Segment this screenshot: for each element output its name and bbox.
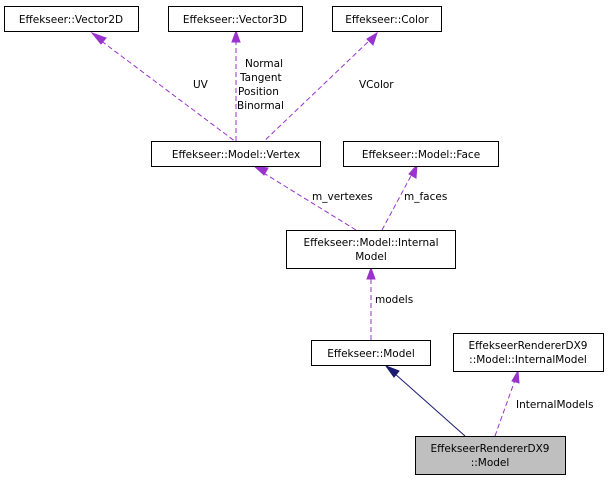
- node-model[interactable]: Effekseer::Model: [311, 340, 431, 366]
- edge-label-internal-models: InternalModels: [516, 399, 593, 411]
- node-color[interactable]: Effekseer::Color: [332, 6, 442, 32]
- edge-inheritance: [384, 364, 466, 437]
- node-vertex[interactable]: Effekseer::Model::Vertex: [151, 141, 321, 167]
- node-vector3d[interactable]: Effekseer::Vector3D: [168, 6, 303, 32]
- node-dx9-model-label-line2: ::Model: [471, 457, 510, 469]
- edge-label-m-faces-line: m_faces: [404, 191, 447, 203]
- edge-label-position: Position: [238, 86, 279, 98]
- node-vertex-label: Effekseer::Model::Vertex: [172, 149, 300, 161]
- edge-label-m-faces: m_faces: [404, 191, 447, 203]
- edge-models: [366, 266, 376, 340]
- node-vector2d-box[interactable]: [4, 6, 139, 32]
- node-dx9-internal-model-label-line1: EffekseerRendererDX9: [468, 340, 587, 352]
- node-internal-model-label-line2: Model: [355, 251, 387, 263]
- node-internal-model-label-line1: Effekseer::Model::Internal: [303, 237, 438, 249]
- edge-label-models: models: [375, 294, 413, 306]
- edge-label-tangent: Tangent: [239, 72, 282, 84]
- node-vector3d-label: Effekseer::Vector3D: [183, 14, 287, 26]
- node-vector2d[interactable]: Effekseer::Vector2D: [4, 6, 139, 32]
- edge-internal-models: [494, 369, 520, 437]
- edge-label-binormal: Binormal: [237, 100, 284, 112]
- edge-m-faces: [381, 163, 418, 231]
- node-model-label: Effekseer::Model: [327, 348, 415, 360]
- node-dx9-model-box[interactable]: [415, 436, 566, 475]
- edge-uv: [90, 31, 241, 146]
- edge-vector3d-members: [231, 29, 241, 141]
- edge-label-internal-models-line: InternalModels: [516, 399, 593, 411]
- node-internal-model-box[interactable]: [286, 230, 456, 269]
- node-face-box[interactable]: [343, 141, 499, 167]
- edge-label-models-line: models: [375, 294, 413, 306]
- edge-label-uv-line: UV: [193, 79, 209, 91]
- node-dx9-model-label-line1: EffekseerRendererDX9: [430, 443, 549, 455]
- node-vector3d-box[interactable]: [168, 6, 303, 32]
- node-color-box[interactable]: [332, 6, 442, 32]
- edge-label-normal: Normal: [245, 58, 283, 70]
- node-vector2d-label: Effekseer::Vector2D: [19, 14, 123, 26]
- edge-label-vcolor: VColor: [359, 79, 394, 91]
- node-dx9-model[interactable]: EffekseerRendererDX9 ::Model: [415, 436, 566, 475]
- edge-vcolor: [259, 31, 378, 146]
- node-vertex-box[interactable]: [151, 141, 321, 167]
- node-dx9-internal-model[interactable]: EffekseerRendererDX9 ::Model::InternalMo…: [453, 333, 604, 372]
- node-dx9-internal-model-box[interactable]: [453, 333, 604, 372]
- node-internal-model[interactable]: Effekseer::Model::Internal Model: [286, 230, 456, 269]
- node-face[interactable]: Effekseer::Model::Face: [343, 141, 499, 167]
- node-face-label: Effekseer::Model::Face: [362, 149, 480, 161]
- edge-label-vector3d-members: Normal Tangent Position Binormal: [237, 58, 284, 112]
- node-color-label: Effekseer::Color: [345, 14, 429, 26]
- edge-label-uv: UV: [193, 79, 209, 91]
- edge-label-vcolor-line: VColor: [359, 79, 394, 91]
- edge-label-m-vertexes: m_vertexes: [312, 191, 373, 203]
- edge-label-m-vertexes-line: m_vertexes: [312, 191, 373, 203]
- node-model-box[interactable]: [311, 340, 431, 366]
- node-dx9-internal-model-label-line2: ::Model::InternalModel: [469, 354, 587, 366]
